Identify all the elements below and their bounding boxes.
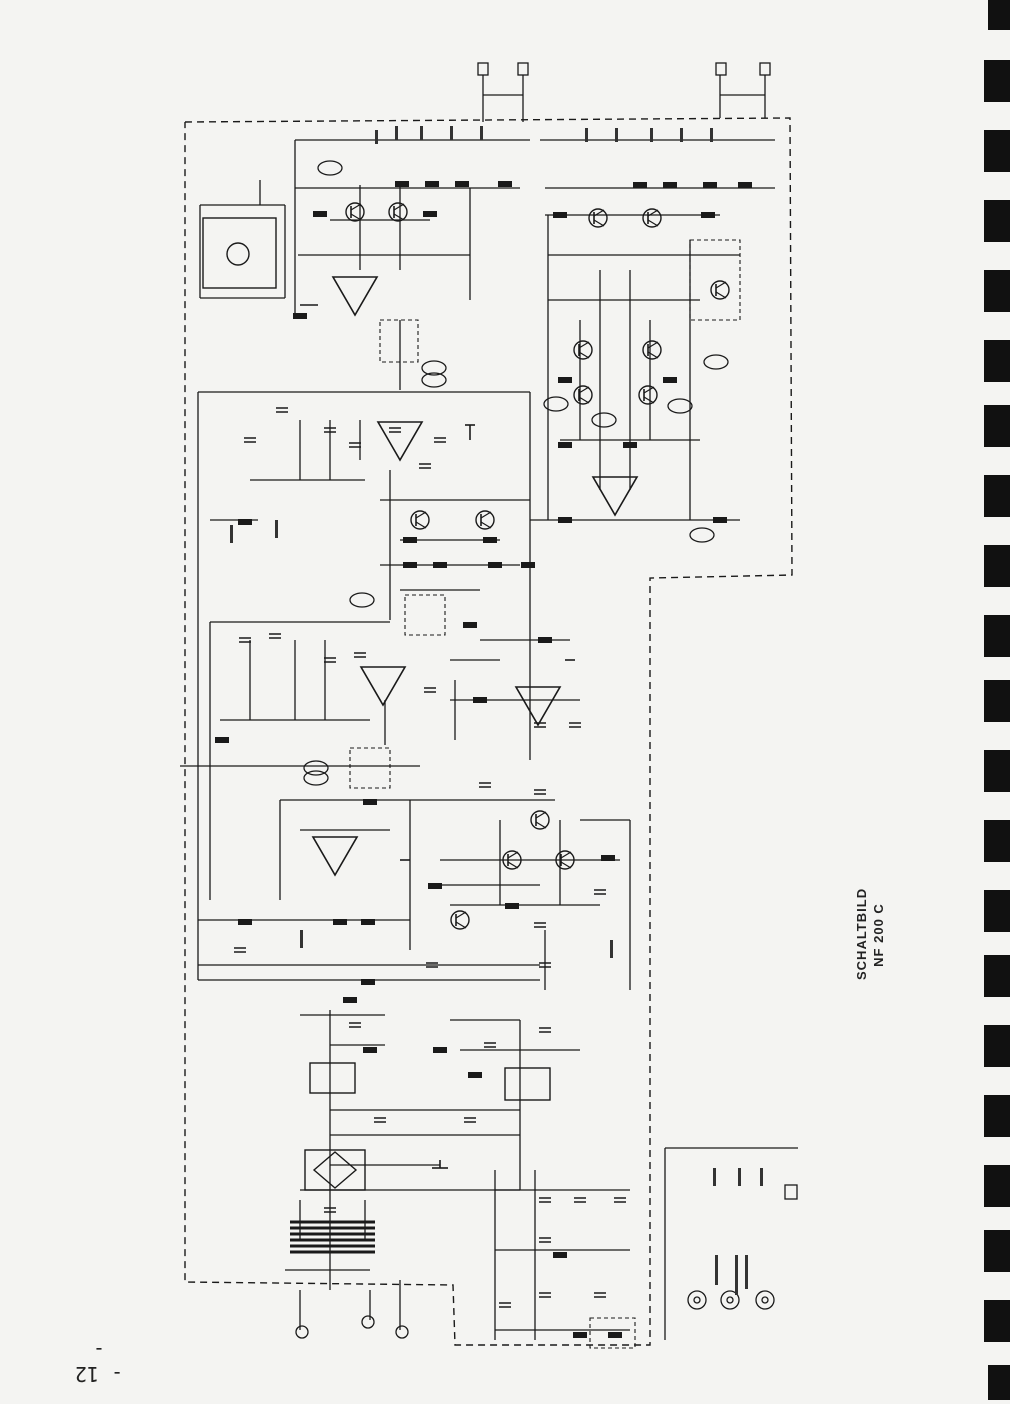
capacitors [233,407,627,1308]
title-line-2: NF 200 C [871,903,886,967]
terminals [295,62,798,1339]
schematic-title: SCHALTBILD NF 200 C [853,887,913,980]
ground-stubs [300,304,575,1169]
resistors [215,181,752,1338]
dashed-enclosure [184,117,793,1346]
dashed-subboxes [349,239,741,1349]
component-label-marks [230,126,763,1295]
page-number: - 12 - [74,1338,124,1386]
op-amps [312,276,638,876]
power-components [202,217,551,1254]
binding-holes [984,0,1010,1400]
wiring [180,75,798,1340]
title-line-1: SCHALTBILD [854,887,869,980]
